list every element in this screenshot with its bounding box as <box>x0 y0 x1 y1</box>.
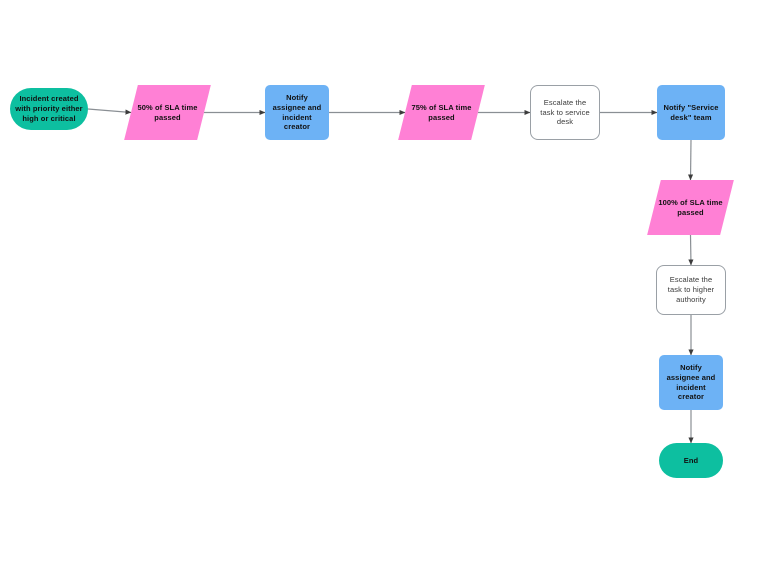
edge-sla100-to-escalate-higher-authority <box>688 234 694 266</box>
node-notify1-label: Notify assignee and incident creator <box>272 92 322 132</box>
node-start-label: Incident created with priority either hi… <box>15 94 83 123</box>
node-notify2-label: Notify assignee and incident creator <box>666 362 716 402</box>
node-notify1[interactable]: Notify assignee and incident creator <box>265 85 329 140</box>
node-sla75[interactable]: 75% of SLA time passed <box>398 85 485 140</box>
node-sla50-label: 50% of SLA time passed <box>137 102 198 122</box>
node-sla100[interactable]: 100% of SLA time passed <box>647 180 734 235</box>
node-escalate-higher-authority-label: Escalate the task to higher authority <box>667 275 715 304</box>
edge-notify-service-desk-to-sla100 <box>687 139 694 181</box>
node-escalate-higher-authority[interactable]: Escalate the task to higher authority <box>656 265 726 315</box>
node-sla50[interactable]: 50% of SLA time passed <box>124 85 211 140</box>
node-escalate-service-desk-label: Escalate the task to service desk <box>540 97 590 127</box>
node-escalate-service-desk[interactable]: Escalate the task to service desk <box>530 85 600 140</box>
node-notify-service-desk-label: Notify "Service desk" team <box>663 102 719 122</box>
node-end-label: End <box>683 455 699 465</box>
edge-start-to-sla50 <box>87 108 132 115</box>
node-notify2[interactable]: Notify assignee and incident creator <box>659 355 723 410</box>
node-notify-service-desk[interactable]: Notify "Service desk" team <box>657 85 725 140</box>
node-sla75-label: 75% of SLA time passed <box>411 102 472 122</box>
node-sla100-label: 100% of SLA time passed <box>658 197 723 217</box>
node-end[interactable]: End <box>659 443 723 478</box>
node-start[interactable]: Incident created with priority either hi… <box>10 88 88 130</box>
